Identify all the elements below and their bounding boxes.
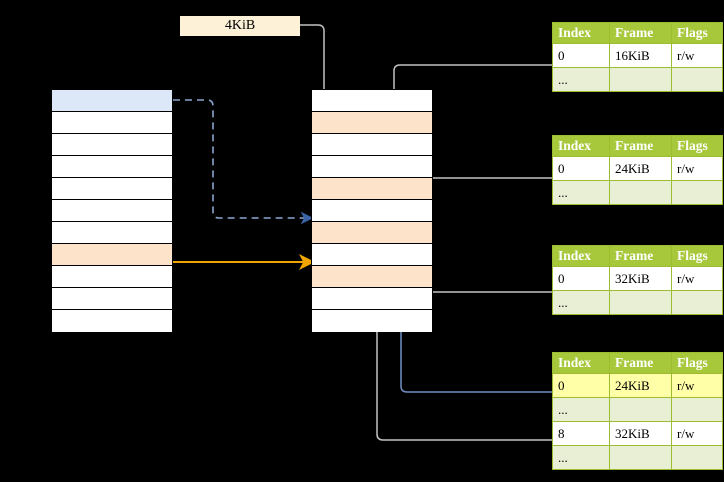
memory-cell[interactable] bbox=[52, 112, 172, 134]
memory-cell[interactable] bbox=[312, 156, 432, 178]
memory-cell[interactable] bbox=[312, 112, 432, 134]
cell-flags: r/w bbox=[671, 421, 723, 446]
cell-index: ... bbox=[552, 445, 610, 470]
table-header-row: Index Frame Flags bbox=[552, 22, 723, 44]
table-row[interactable]: 0 16KiB r/w bbox=[552, 43, 723, 68]
column-header-frame: Frame bbox=[609, 245, 672, 267]
cell-flags: r/w bbox=[671, 43, 723, 68]
table-header-row: Index Frame Flags bbox=[552, 135, 723, 157]
memory-cell[interactable] bbox=[312, 134, 432, 156]
table-row[interactable]: ... bbox=[552, 397, 723, 422]
cell-flags: r/w bbox=[671, 266, 723, 291]
cell-flags bbox=[671, 445, 723, 470]
cell-index: 0 bbox=[552, 266, 610, 291]
cell-flags: r/w bbox=[671, 156, 723, 181]
memory-cell[interactable] bbox=[52, 90, 172, 112]
table-row[interactable]: ... bbox=[552, 290, 723, 315]
cell-frame bbox=[609, 445, 672, 470]
column-header-frame: Frame bbox=[609, 352, 672, 374]
memory-cell[interactable] bbox=[312, 90, 432, 112]
page-table-4: Index Frame Flags 0 24KiB r/w ... 8 32Ki… bbox=[552, 352, 723, 470]
cell-index: ... bbox=[552, 180, 610, 205]
cell-flags bbox=[671, 397, 723, 422]
table-row[interactable]: ... bbox=[552, 445, 723, 470]
column-header-flags: Flags bbox=[671, 245, 723, 267]
wire-virtual-blue-to-frame bbox=[173, 99, 314, 225]
cell-frame: 16KiB bbox=[609, 43, 672, 68]
memory-cell[interactable] bbox=[52, 222, 172, 244]
cell-index: ... bbox=[552, 290, 610, 315]
page-table-1: Index Frame Flags 0 16KiB r/w ... bbox=[552, 22, 723, 92]
cell-frame bbox=[609, 290, 672, 315]
cell-index: 0 bbox=[552, 43, 610, 68]
table-row[interactable]: ... bbox=[552, 180, 723, 205]
memory-cell[interactable] bbox=[52, 244, 172, 266]
page-table-3: Index Frame Flags 0 32KiB r/w ... bbox=[552, 245, 723, 315]
cell-frame: 24KiB bbox=[609, 373, 672, 398]
memory-cell[interactable] bbox=[312, 310, 432, 332]
cell-frame: 32KiB bbox=[609, 266, 672, 291]
cell-frame bbox=[609, 67, 672, 92]
physical-memory-column bbox=[311, 89, 433, 332]
memory-cell[interactable] bbox=[312, 178, 432, 200]
memory-cell[interactable] bbox=[52, 266, 172, 288]
cell-frame bbox=[609, 397, 672, 422]
memory-cell[interactable] bbox=[312, 222, 432, 244]
memory-cell[interactable] bbox=[312, 244, 432, 266]
page-table-2: Index Frame Flags 0 24KiB r/w ... bbox=[552, 135, 723, 205]
memory-cell[interactable] bbox=[52, 134, 172, 156]
memory-cell[interactable] bbox=[312, 200, 432, 222]
memory-cell[interactable] bbox=[52, 178, 172, 200]
memory-cell[interactable] bbox=[312, 266, 432, 288]
cell-index: ... bbox=[552, 397, 610, 422]
memory-cell[interactable] bbox=[52, 288, 172, 310]
table-header-row: Index Frame Flags bbox=[552, 352, 723, 374]
cell-index: 0 bbox=[552, 373, 610, 398]
table-row[interactable]: 0 24KiB r/w bbox=[552, 373, 723, 398]
column-header-index: Index bbox=[552, 22, 610, 44]
table-row[interactable]: 0 32KiB r/w bbox=[552, 266, 723, 291]
column-header-index: Index bbox=[552, 352, 610, 374]
cell-flags bbox=[671, 290, 723, 315]
frame-size-label: 4KiB bbox=[180, 16, 300, 36]
cell-index: ... bbox=[552, 67, 610, 92]
cell-frame: 32KiB bbox=[609, 421, 672, 446]
cell-index: 8 bbox=[552, 421, 610, 446]
column-header-frame: Frame bbox=[609, 22, 672, 44]
table-row[interactable]: 0 24KiB r/w bbox=[552, 156, 723, 181]
cell-flags: r/w bbox=[671, 373, 723, 398]
memory-cell[interactable] bbox=[52, 200, 172, 222]
table-row[interactable]: ... bbox=[552, 67, 723, 92]
memory-cell[interactable] bbox=[52, 156, 172, 178]
table-header-row: Index Frame Flags bbox=[552, 245, 723, 267]
cell-flags bbox=[671, 67, 723, 92]
cell-flags bbox=[671, 180, 723, 205]
wire-table3-to-frame bbox=[414, 262, 552, 293]
cell-index: 0 bbox=[552, 156, 610, 181]
virtual-address-space-column bbox=[51, 89, 173, 332]
memory-cell[interactable] bbox=[52, 310, 172, 332]
column-header-flags: Flags bbox=[671, 22, 723, 44]
column-header-index: Index bbox=[552, 135, 610, 157]
table-row[interactable]: 8 32KiB r/w bbox=[552, 421, 723, 446]
memory-cell[interactable] bbox=[312, 288, 432, 310]
column-header-flags: Flags bbox=[671, 352, 723, 374]
column-header-frame: Frame bbox=[609, 135, 672, 157]
column-header-flags: Flags bbox=[671, 135, 723, 157]
cell-frame: 24KiB bbox=[609, 156, 672, 181]
cell-frame bbox=[609, 180, 672, 205]
column-header-index: Index bbox=[552, 245, 610, 267]
